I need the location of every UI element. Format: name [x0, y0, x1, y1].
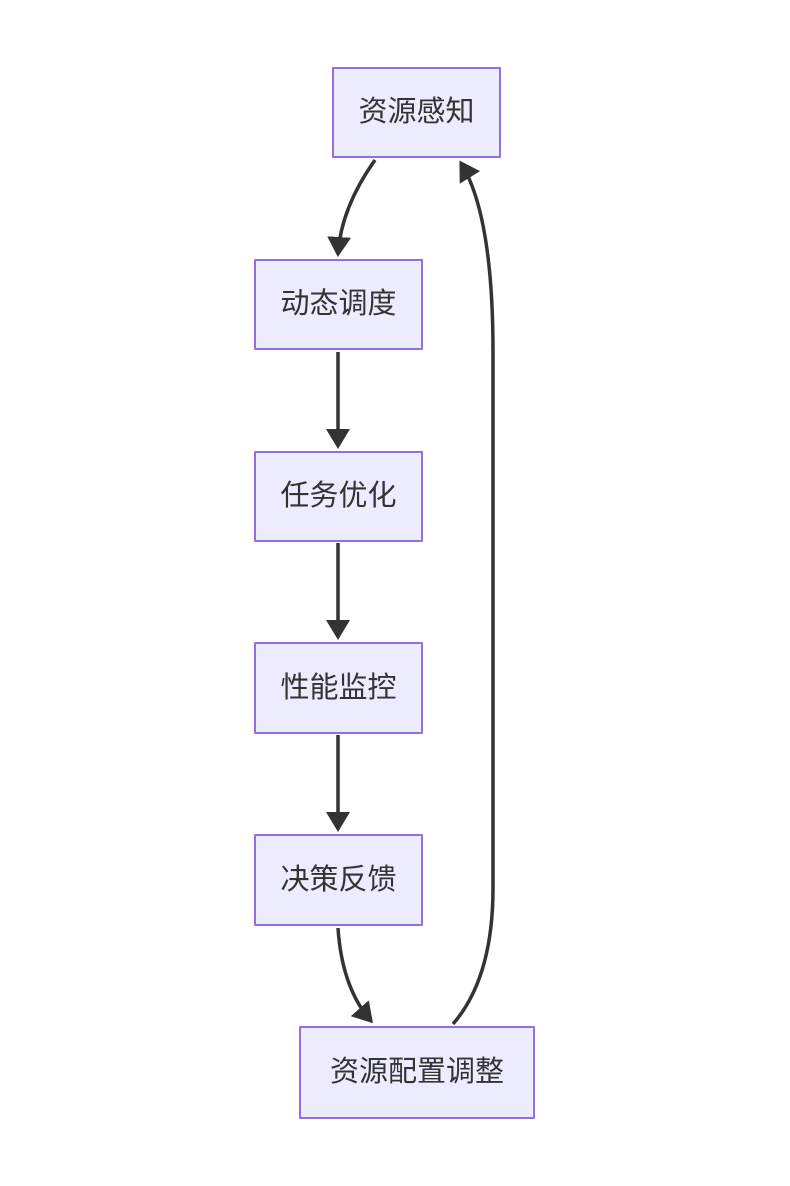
node-task-optimization-label: 任务优化	[280, 480, 397, 513]
node-resource-config-adjustment: 资源配置调整	[299, 1026, 535, 1119]
edge-perception-to-scheduling	[327, 158, 377, 257]
node-resource-config-adjustment-label: 资源配置调整	[329, 1056, 504, 1089]
node-performance-monitoring-label: 性能监控	[280, 671, 397, 704]
node-performance-monitoring: 性能监控	[254, 642, 423, 734]
node-decision-feedback-label: 决策反馈	[280, 863, 397, 896]
node-resource-perception-label: 资源感知	[358, 96, 475, 129]
node-dynamic-scheduling-label: 动态调度	[280, 288, 397, 321]
node-decision-feedback: 决策反馈	[254, 834, 423, 926]
node-dynamic-scheduling: 动态调度	[254, 259, 423, 350]
node-resource-perception: 资源感知	[332, 67, 501, 158]
edge-adjustment-to-perception	[451, 160, 495, 1026]
node-task-optimization: 任务优化	[254, 451, 423, 542]
edge-feedback-to-adjustment	[336, 927, 373, 1024]
